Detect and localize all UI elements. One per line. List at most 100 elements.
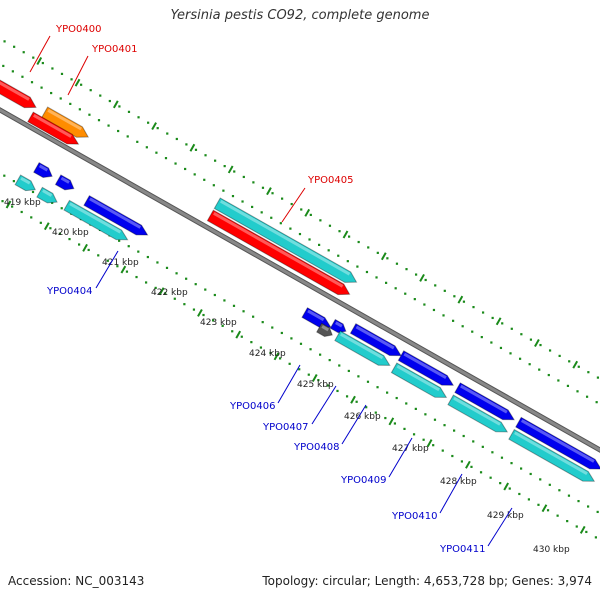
tick-dot	[136, 140, 139, 143]
tick-dot	[519, 467, 523, 470]
tick-dot	[97, 119, 101, 122]
tick-dot	[405, 268, 408, 271]
tick-dot	[338, 364, 341, 367]
tick-major	[503, 482, 510, 491]
tick-dot	[290, 337, 293, 340]
tick-dot	[432, 444, 435, 447]
tick-dot	[202, 313, 205, 317]
tick-dot	[185, 143, 188, 146]
tick-dot	[99, 94, 102, 97]
scale-label: 425 kbp	[297, 380, 334, 390]
gene-ypo0407	[329, 318, 347, 334]
tick-dot	[271, 192, 274, 195]
gene-small-4-highlight	[42, 189, 53, 197]
tick-dot	[175, 272, 178, 275]
tick-dot	[462, 300, 466, 303]
tick-dot	[596, 510, 599, 514]
gene-small-3-highlight	[20, 176, 31, 185]
tick-major	[342, 230, 349, 239]
tick-dot	[501, 322, 504, 325]
tick-dot	[518, 492, 521, 496]
tick-dot	[480, 335, 483, 339]
gene-ypo0411-cyan-highlight	[514, 431, 588, 475]
tick-dot	[173, 297, 176, 300]
tick-dot	[489, 476, 492, 479]
tick-dot	[137, 250, 140, 253]
tick-dot	[386, 257, 389, 260]
gene-small-2	[54, 174, 75, 191]
tick-dot	[127, 110, 131, 113]
tick-dot	[89, 89, 92, 92]
tick-dot	[241, 200, 244, 203]
tick-dot	[135, 275, 138, 279]
tick-dot	[290, 202, 293, 206]
tick-dot	[233, 170, 236, 173]
tick-dot	[242, 310, 245, 313]
tick-dot	[309, 213, 312, 217]
tick-dot	[271, 326, 274, 329]
tick-dot	[376, 386, 379, 389]
tick-dot	[443, 289, 446, 292]
tick-dot	[184, 167, 187, 171]
gene-ypo0408	[349, 323, 402, 357]
tick-dot	[117, 129, 120, 133]
tick-major	[311, 374, 318, 382]
tick-dot	[596, 376, 600, 379]
gene-label: YPO0408	[293, 442, 339, 453]
tick-dot	[365, 406, 368, 409]
tick-dot	[127, 245, 130, 248]
tick-major	[43, 222, 50, 231]
tick-dot	[137, 116, 140, 119]
tick-dot	[252, 315, 255, 318]
tick-dot	[39, 221, 42, 224]
scale-label: 421 kbp	[102, 258, 139, 268]
tick-dot	[527, 498, 530, 501]
tick-dot	[462, 434, 465, 438]
gene-ypo0401-lower	[27, 111, 80, 145]
tick-dot	[386, 391, 389, 394]
tick-dot	[154, 286, 157, 290]
tick-major	[534, 339, 540, 347]
tick-dot	[204, 154, 207, 157]
tick-dot	[528, 363, 531, 366]
gene-ypo0409	[397, 350, 455, 386]
tick-dot	[384, 281, 388, 284]
tick-dot	[87, 248, 90, 252]
gene-label: YPO0400	[55, 24, 101, 35]
gene-ypo0407-highlight	[335, 321, 343, 328]
tick-dot	[32, 56, 35, 59]
scale-label: 426 kbp	[344, 412, 381, 422]
tick-dot	[59, 97, 62, 100]
tick-dot	[481, 445, 484, 448]
tick-dot	[252, 181, 255, 184]
tick-dot	[156, 127, 159, 130]
tick-dot	[434, 284, 437, 287]
tick-dot	[546, 509, 550, 512]
gene-label-leader	[341, 404, 367, 445]
tick-dot	[261, 321, 264, 324]
tick-dot	[472, 440, 475, 443]
tick-dot	[422, 438, 425, 441]
tick-dot	[232, 304, 236, 307]
tick-dot	[491, 451, 494, 454]
tick-dot	[577, 365, 580, 368]
gene-ypo0404-blue	[83, 195, 149, 236]
tick-dot	[108, 99, 111, 103]
gene-small-3	[14, 174, 37, 192]
gene-ypo0400-highlight	[0, 81, 30, 101]
tick-dot	[538, 368, 541, 371]
tick-dot	[212, 184, 215, 187]
gene-small-1-highlight	[38, 164, 49, 172]
map-title: Yersinia pestis CO92, complete genome	[170, 8, 430, 23]
gene-ypo0404-blue-highlight	[89, 197, 142, 229]
gene-label: YPO0407	[262, 422, 308, 433]
tick-dot	[147, 121, 150, 124]
tick-dot	[424, 278, 427, 282]
tick-dot	[281, 197, 284, 200]
tick-dot	[279, 222, 282, 225]
tick-dot	[374, 411, 377, 414]
gene-ypo0401	[41, 106, 90, 138]
tick-dot	[594, 536, 597, 539]
tick-dot	[155, 151, 158, 154]
tick-dot	[355, 400, 358, 403]
